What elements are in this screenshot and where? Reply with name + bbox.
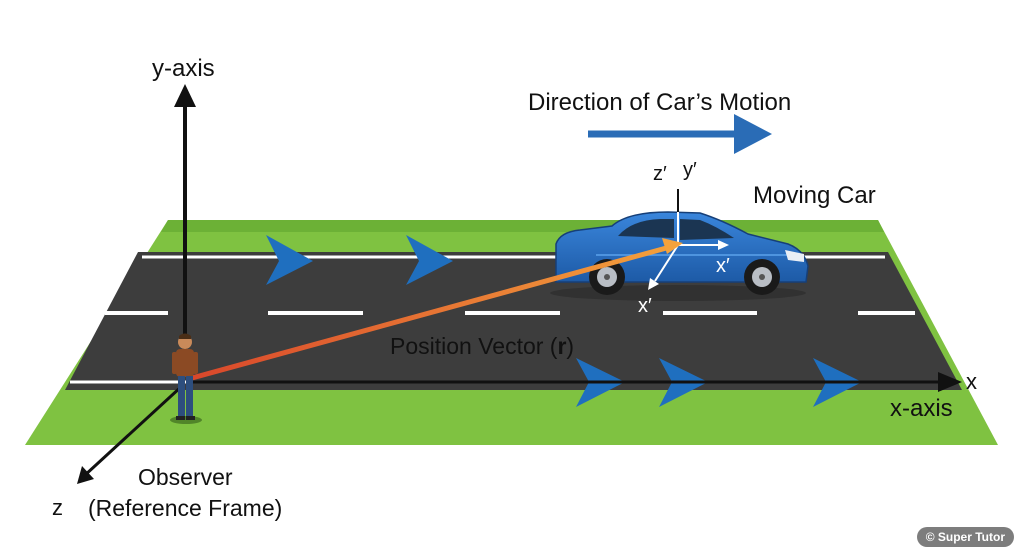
x-axis-label: x-axis (890, 395, 953, 422)
z-axis-line (82, 384, 184, 478)
z-axis-arrowhead (77, 466, 94, 484)
car-x-secondary-label: x′ (638, 295, 652, 317)
chevron-arrow (266, 235, 313, 285)
position-vector (191, 244, 671, 381)
car-window (680, 219, 734, 240)
y-axis-label: y-axis (152, 55, 215, 82)
x-axis-arrowhead (938, 372, 962, 392)
car-z-label: z′ (653, 163, 667, 185)
observer-person (170, 333, 202, 424)
car-frame-axes (648, 179, 729, 290)
car-y-label: y′ (683, 159, 697, 181)
z-label: z (52, 495, 63, 520)
car-wheel (744, 259, 780, 295)
moving-car (550, 211, 809, 301)
position-vector-symbol: r (557, 333, 566, 359)
position-vector-arrowhead (662, 238, 683, 254)
y-axis-arrowhead (174, 84, 196, 107)
direction-title: Direction of Car’s Motion (528, 89, 791, 116)
x-label: x (966, 369, 977, 394)
observer-label: Observer (138, 464, 233, 490)
reference-frame-label: (Reference Frame) (88, 495, 282, 521)
grass-edge-top (161, 220, 884, 232)
watermark-badge: © Super Tutor (916, 527, 1014, 547)
position-vector-close: ) (566, 333, 574, 359)
car-window (618, 219, 674, 238)
car-x-label: x′ (716, 255, 730, 277)
chevron-arrow (406, 235, 453, 285)
moving-car-label: Moving Car (753, 182, 876, 209)
position-vector-text: Position Vector ( (390, 333, 558, 359)
direction-arrow-head (734, 114, 772, 154)
position-vector-label: Position Vector (r) (390, 333, 574, 359)
